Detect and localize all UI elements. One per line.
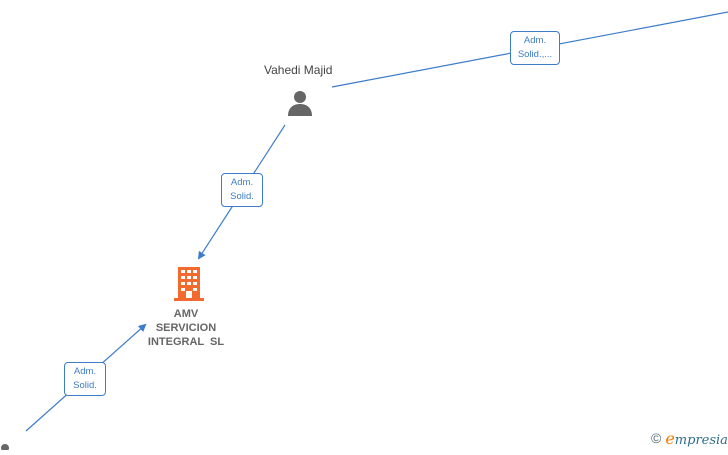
brand-logo-initial: e <box>665 428 675 448</box>
edge-label-line: Adm. <box>73 366 97 377</box>
person-icon-partial[interactable] <box>0 443 12 450</box>
building-icon[interactable] <box>174 267 204 301</box>
edge-label-line: Adm. <box>523 35 547 46</box>
edge-label-bottom-to-company[interactable]: Adm. Solid. <box>64 362 106 396</box>
edge-label-line: Solid. <box>73 380 97 391</box>
edge-label-line: Solid.,... <box>517 49 553 60</box>
edge-label-person-to-company[interactable]: Adm. Solid. <box>221 173 263 207</box>
brand-logo-text: mpresia <box>674 432 728 448</box>
edge-label-line: Solid. <box>230 191 254 202</box>
edge-label-top-right[interactable]: Adm. Solid.,... <box>510 31 560 65</box>
brand-watermark: © empresia <box>651 428 728 448</box>
company-name-label[interactable]: AMV SERVICION INTEGRAL SL <box>126 307 246 349</box>
person-name-label[interactable]: Vahedi Majid <box>264 63 333 77</box>
company-name-line: INTEGRAL SL <box>147 336 225 348</box>
copyright-symbol: © <box>651 430 662 446</box>
person-icon[interactable] <box>286 89 314 117</box>
company-name-line: AMV <box>173 308 199 320</box>
brand-logo: empresia <box>665 429 728 448</box>
edge-label-line: Adm. <box>230 177 254 188</box>
company-name-line: SERVICION <box>155 322 217 334</box>
